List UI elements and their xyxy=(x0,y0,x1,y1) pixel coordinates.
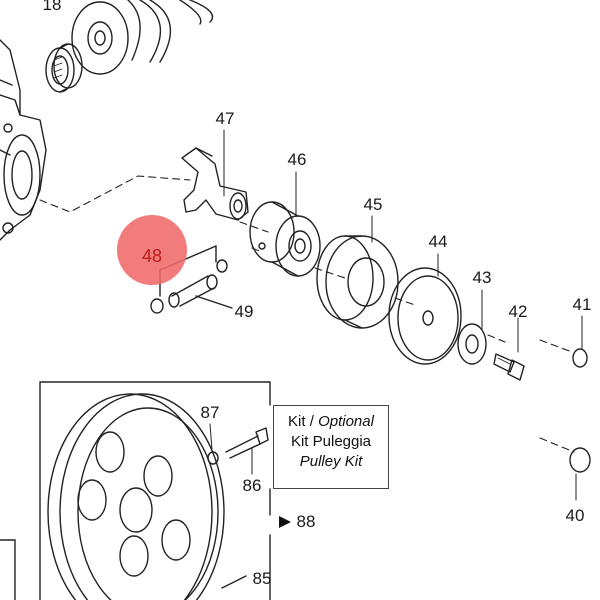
part-18-bearing xyxy=(45,43,83,93)
part-40-ring xyxy=(569,447,591,473)
kit-box-line3: Pulley Kit xyxy=(299,453,363,470)
part-46-label: 46 xyxy=(288,150,307,169)
part-43-label: 43 xyxy=(473,268,492,287)
part-48-label[interactable]: 48 xyxy=(142,246,162,266)
pulley-kit-box: Kit / Optional Kit Puleggia Pulley Kit xyxy=(273,405,389,489)
part-87-label: 87 xyxy=(201,403,220,422)
part-42-screw xyxy=(493,353,525,381)
part-43-washer xyxy=(457,323,487,365)
triangle-right-icon xyxy=(279,516,291,528)
part-42-label: 42 xyxy=(509,302,528,321)
part-88-label: 88 xyxy=(297,512,316,531)
part-40-label: 40 xyxy=(566,506,585,525)
kit-box-line1: Kit / Optional xyxy=(274,412,388,432)
part-18-label: 18 xyxy=(43,0,62,14)
kit-box-line2: Kit Puleggia xyxy=(290,433,372,450)
part-46-drum xyxy=(249,201,321,277)
part-44-label: 44 xyxy=(429,232,448,251)
part-49-pin xyxy=(168,274,233,309)
part-47-label: 47 xyxy=(216,109,235,128)
part-41-ring xyxy=(572,348,588,368)
part-49-label: 49 xyxy=(235,302,254,321)
optional-label: Optional xyxy=(318,413,374,430)
part-41-label: 41 xyxy=(573,295,592,314)
part-47-fork xyxy=(181,147,249,221)
top-disk-assembly xyxy=(71,0,214,75)
part-45-hub xyxy=(316,235,399,329)
pump-housing xyxy=(0,39,47,241)
part-85-pulley xyxy=(47,393,247,600)
part-87-washer xyxy=(207,451,219,465)
highlight-marker[interactable] xyxy=(117,215,187,285)
part-45-label: 45 xyxy=(364,195,383,214)
leader-lines xyxy=(209,129,583,501)
pulley-kit-frame xyxy=(0,381,271,600)
part-85-label: 85 xyxy=(253,569,272,588)
part-86-label: 86 xyxy=(243,476,262,495)
part-44-disk xyxy=(388,267,462,365)
kit-label: Kit / xyxy=(288,413,319,430)
part-86-bolt xyxy=(225,427,269,459)
